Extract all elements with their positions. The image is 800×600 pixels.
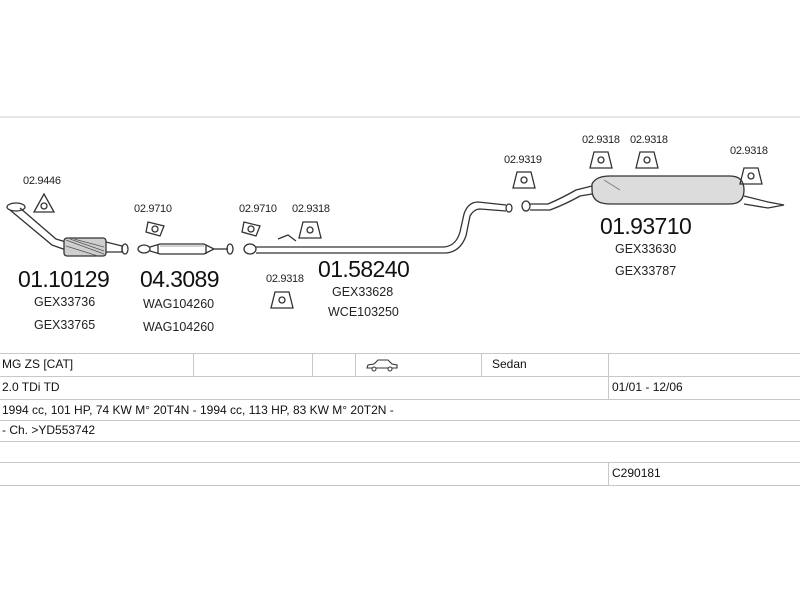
rubber-mount-icon: [589, 151, 613, 169]
fitting-number: 02.9318: [630, 134, 668, 146]
fitting-number: 02.9710: [134, 203, 172, 215]
gasket-icon: [145, 221, 165, 237]
vehicle-spec: 1994 cc, 101 HP, 74 KW M° 20T4N - 1994 c…: [2, 403, 394, 417]
vehicle-engine: 2.0 TDi TD: [2, 380, 60, 394]
fitting-number: 02.9710: [239, 203, 277, 215]
rear-silencer-part: [521, 175, 785, 212]
gasket-icon: [241, 221, 261, 237]
catalog-code: C290181: [612, 466, 661, 480]
part-number: 01.58240: [318, 256, 410, 282]
fitting-number: 02.9318: [582, 134, 620, 146]
front-pipe-part: [6, 202, 129, 257]
vehicle-model: MG ZS [CAT]: [2, 357, 74, 371]
fitting-number: 02.9318: [292, 203, 330, 215]
fitting-number: 02.9446: [23, 175, 61, 187]
catalytic-converter-part: [137, 243, 234, 255]
vehicle-chassis: - Ch. >YD553742: [2, 423, 96, 437]
reference-number: GEX33787: [615, 264, 677, 278]
reference-number: GEX33765: [34, 318, 96, 332]
fitting-number: 02.9318: [730, 145, 768, 157]
reference-number: GEX33630: [615, 242, 677, 256]
rubber-mount-icon: [270, 291, 294, 309]
part-number: 01.93710: [600, 213, 692, 239]
reference-number: GEX33736: [34, 295, 96, 309]
rubber-mount-icon: [739, 167, 763, 185]
sedan-car-icon: [366, 358, 398, 377]
reference-number: WAG104260: [143, 297, 215, 311]
fitting-number: 02.9318: [266, 273, 304, 285]
reference-number: GEX33628: [332, 285, 394, 299]
exhaust-system-diagram: [0, 116, 800, 309]
vehicle-dates: 01/01 - 12/06: [612, 380, 683, 394]
reference-number: WAG104260: [143, 320, 215, 334]
rubber-mount-icon: [298, 221, 322, 239]
vehicle-body-type: Sedan: [492, 357, 527, 371]
fitting-number: 02.9319: [504, 154, 542, 166]
intermediate-pipe-part: [243, 201, 513, 255]
clamp-icon: [512, 171, 536, 189]
gasket-icon: [32, 192, 56, 213]
reference-number: WCE103250: [328, 305, 399, 319]
rubber-mount-icon: [635, 151, 659, 169]
part-number: 01.10129: [18, 266, 110, 292]
part-number: 04.3089: [140, 266, 220, 292]
